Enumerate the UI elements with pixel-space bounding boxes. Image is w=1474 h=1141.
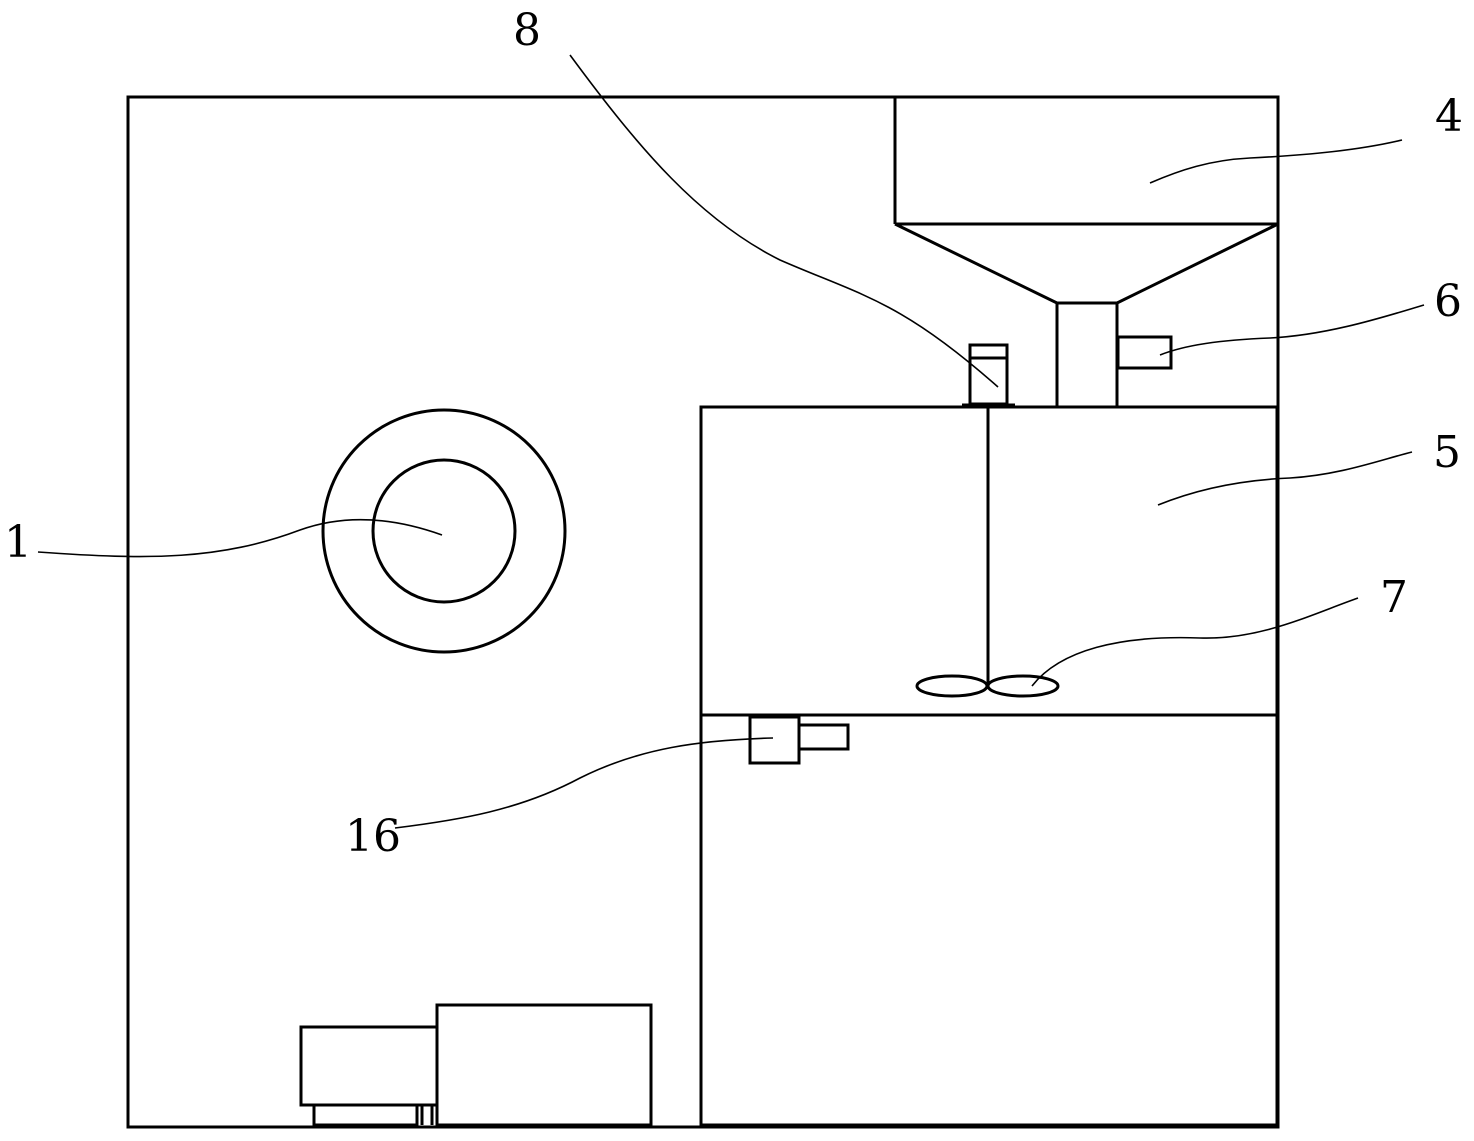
pump-assembly: [299, 1003, 653, 1127]
leader-line-8: [569, 54, 999, 388]
porthole: [321, 408, 567, 654]
discharge-valve: [748, 715, 850, 765]
leader-line-1: [37, 518, 443, 558]
label-part-8: 8: [513, 5, 541, 56]
outer-housing: [126, 95, 1280, 1129]
leader-line-16: [394, 737, 774, 829]
label-part-1: 1: [4, 517, 32, 568]
leader-line-5: [1157, 451, 1413, 506]
stirring-paddle: [915, 407, 1060, 698]
leader-line-4: [1149, 139, 1403, 184]
stirring-motor: [962, 343, 1015, 407]
hopper-valve: [1116, 335, 1173, 370]
label-part-6: 6: [1434, 276, 1462, 327]
lower-chamber: [699, 713, 1279, 1127]
hopper: [893, 97, 1279, 407]
label-part-7: 7: [1380, 572, 1408, 623]
leader-line-7: [1031, 597, 1359, 687]
label-part-5: 5: [1433, 427, 1461, 478]
label-part-16: 16: [345, 811, 401, 862]
leader-line-6: [1159, 304, 1425, 356]
label-part-4: 4: [1435, 91, 1463, 142]
